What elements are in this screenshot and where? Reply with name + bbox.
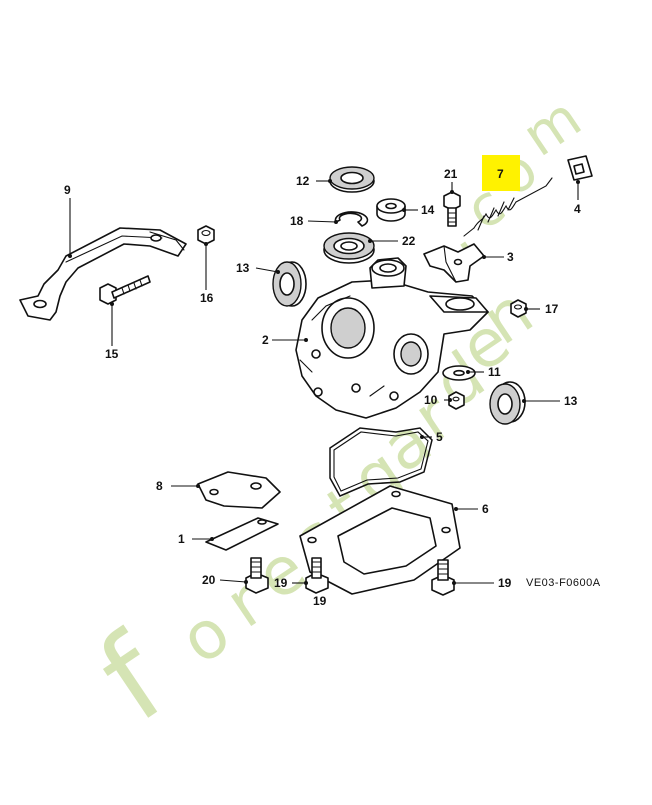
- callout-12: 12: [296, 174, 310, 188]
- callout-2: 2: [262, 333, 269, 347]
- leader-lines: [68, 179, 580, 585]
- part-18-circlip: [334, 211, 369, 227]
- part-4-grommet: [567, 155, 593, 181]
- callout-10: 10: [424, 393, 438, 407]
- part-19-bolt-a: [305, 557, 329, 594]
- part-17-nut: [510, 299, 527, 318]
- part-2-gear-case: [295, 257, 489, 419]
- callout-13-lower: 13: [564, 394, 578, 408]
- callout-8: 8: [156, 479, 163, 493]
- callout-4: 4: [574, 202, 581, 216]
- part-9-handle-bracket: [19, 227, 187, 321]
- callout-19-mid: 19: [498, 576, 512, 590]
- part-12-oil-seal: [329, 166, 375, 193]
- callout-21: 21: [444, 167, 458, 181]
- diagram-code: VE03-F0600A: [526, 577, 601, 589]
- part-1-plate: [205, 517, 279, 551]
- callout-3: 3: [507, 250, 514, 264]
- callout-17: 17: [545, 302, 559, 316]
- callout-5: 5: [436, 430, 443, 444]
- part-3-bracket: [423, 243, 485, 283]
- part-7-spring: [463, 177, 553, 237]
- part-13-seal-lower: [489, 381, 526, 425]
- callouts: 1 2 3 4 5 6 7 8 9 10 11 12 13 13 14 15 1…: [64, 167, 581, 608]
- callout-22: 22: [402, 234, 416, 248]
- callout-19-left: 19: [274, 576, 288, 590]
- part-10-nut: [448, 391, 465, 410]
- callout-11: 11: [488, 365, 501, 379]
- part-5-gasket: [329, 427, 433, 497]
- callout-9: 9: [64, 183, 71, 197]
- part-16-nut: [197, 225, 215, 245]
- callout-1: 1: [178, 532, 185, 546]
- part-7-highlight: [482, 155, 520, 191]
- part-14-collar: [376, 198, 406, 222]
- part-6-base-plate: [299, 485, 461, 595]
- part-13-seal-upper: [272, 261, 307, 307]
- part-22-bearing: [323, 232, 375, 264]
- callout-18: 18: [290, 214, 304, 228]
- callout-19-right: 19: [313, 594, 327, 608]
- part-21-bolt: [443, 191, 461, 227]
- part-11-washer: [442, 365, 476, 381]
- callout-13-upper: 13: [236, 261, 250, 275]
- callout-15: 15: [105, 347, 119, 361]
- callout-16: 16: [200, 291, 214, 305]
- watermark-letter-f: f: [76, 609, 191, 749]
- callout-6: 6: [482, 502, 489, 516]
- callout-7: 7: [497, 167, 504, 181]
- callout-14: 14: [421, 203, 435, 217]
- part-8-cover: [197, 471, 281, 509]
- part-15-bolt: [99, 275, 151, 305]
- callout-20: 20: [202, 573, 216, 587]
- part-20-stud: [245, 557, 269, 594]
- part-19-bolt-b: [431, 559, 455, 596]
